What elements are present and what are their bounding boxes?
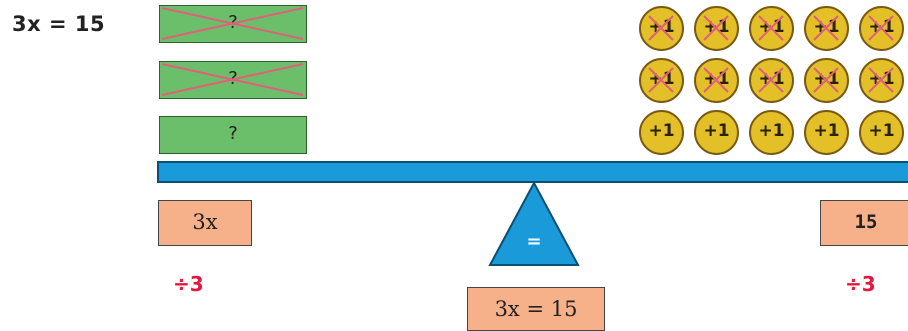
unit-coin-label: +1: [758, 121, 785, 141]
cross-out-mark: [703, 67, 729, 93]
unit-coin: +1: [804, 110, 849, 155]
cross-out-mark: [868, 67, 894, 93]
left-expression-label: 3x: [158, 200, 252, 246]
unit-coin: +1: [694, 6, 739, 51]
unit-coin: +1: [639, 110, 684, 155]
unit-coin-label: +1: [813, 121, 840, 141]
unknown-block: ?: [159, 5, 307, 43]
cross-out-mark: [813, 67, 839, 93]
cross-out-mark: [161, 63, 304, 96]
fulcrum-triangle: =: [488, 181, 580, 266]
unit-coin-label: +1: [868, 121, 895, 141]
unit-coin: +1: [859, 6, 904, 51]
unit-coin: +1: [749, 6, 794, 51]
cross-out-mark: [161, 7, 304, 40]
unit-coin-label: +1: [648, 121, 675, 141]
cross-out-mark: [758, 15, 784, 41]
unit-coins: +1+1+1+1+1+1+1+1+1+1+1+1+1+1+1: [639, 6, 908, 156]
unit-coin: +1: [639, 6, 684, 51]
cross-out-mark: [868, 15, 894, 41]
balance-beam: [157, 161, 908, 183]
equals-symbol: =: [526, 231, 541, 252]
unit-coin: +1: [804, 6, 849, 51]
unit-coin-label: +1: [703, 121, 730, 141]
unknown-block: ?: [159, 116, 307, 154]
unit-coin: +1: [859, 110, 904, 155]
unit-coin: +1: [749, 58, 794, 103]
equation-box: 3x = 15: [467, 287, 605, 331]
cross-out-mark: [648, 15, 674, 41]
cross-out-mark: [758, 67, 784, 93]
unit-coin: +1: [749, 110, 794, 155]
cross-out-mark: [703, 15, 729, 41]
right-operation: ÷3: [845, 272, 876, 296]
cross-out-mark: [813, 15, 839, 41]
left-operation: ÷3: [173, 272, 204, 296]
unit-coin: +1: [639, 58, 684, 103]
unknown-block: ?: [159, 61, 307, 99]
unknown-block-label: ?: [228, 123, 238, 144]
right-value-label: 15: [820, 200, 908, 246]
unit-coin: +1: [859, 58, 904, 103]
cross-out-mark: [648, 67, 674, 93]
unit-coin: +1: [694, 58, 739, 103]
equation-title: 3x = 15: [12, 12, 106, 36]
unit-coin: +1: [804, 58, 849, 103]
unit-coin: +1: [694, 110, 739, 155]
